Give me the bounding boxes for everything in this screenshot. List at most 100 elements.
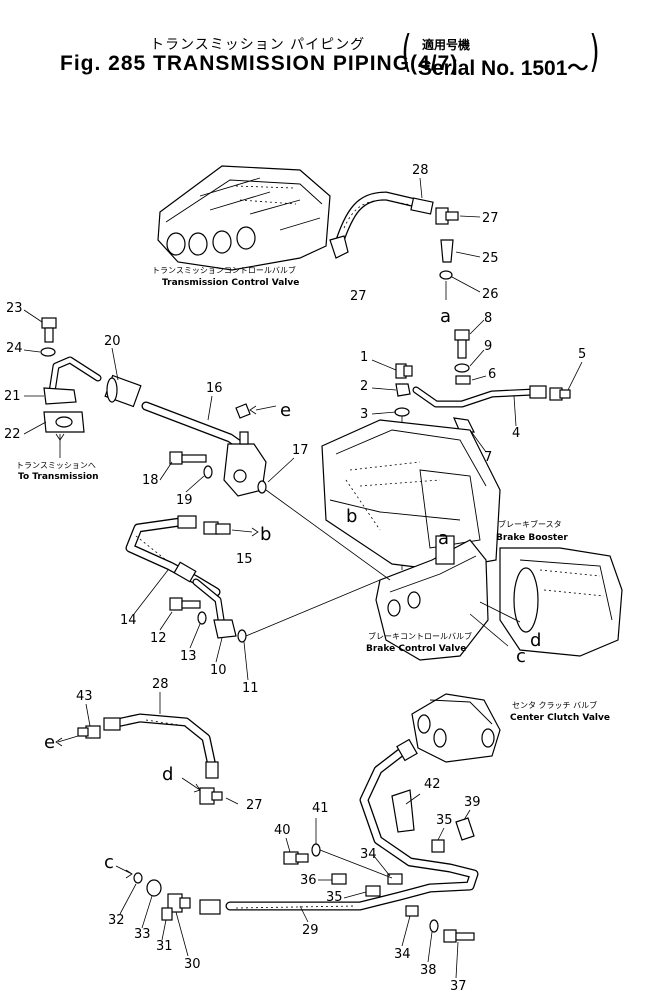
spacer-36 (331, 873, 347, 885)
part-number: 12 (150, 631, 167, 646)
to-transmission-label-jp: トランスミッションへ (16, 461, 96, 470)
transmission-control-valve-drawing (157, 165, 331, 271)
part-number: 41 (312, 801, 329, 816)
bolt-37 (443, 929, 475, 943)
serial-close-paren: ) (589, 26, 600, 77)
elbow-21 (43, 356, 102, 405)
pipe-4-nut (529, 385, 547, 399)
elbow-27-bottom (199, 787, 223, 805)
brake-booster-label-jp: ブレーキブースタ (498, 519, 562, 529)
o-ring-11 (237, 629, 247, 643)
brake-control-valve-label-jp: ブレーキコントロールバルブ (368, 631, 472, 641)
clamp-6 (455, 375, 471, 385)
hose-28-top (333, 191, 434, 251)
pipe-29-nut-top (396, 738, 418, 762)
part-number: 11 (242, 681, 259, 696)
part-number: 33 (134, 927, 151, 942)
center-clutch-valve-label-jp: センタ クラッチ バルブ (512, 700, 597, 710)
brake-booster-label: Brake Booster (496, 533, 568, 543)
part-number: 32 (108, 913, 125, 928)
part-number: 8 (484, 311, 492, 326)
part-number: 19 (176, 493, 193, 508)
part-number-labels: 28 27 27 25 26 8 9 6 5 4 7 1 2 3 23 24 2… (4, 163, 586, 992)
part-number: 30 (184, 957, 201, 972)
connection-letter-b: b (260, 524, 271, 545)
part-number: 27 (350, 289, 367, 304)
connection-letters: a a e b b d c e d c (44, 306, 541, 873)
part-number: 40 (274, 823, 291, 838)
part-number: 6 (488, 367, 496, 382)
o-ring-26 (439, 270, 453, 280)
part-number: 36 (300, 873, 317, 888)
brake-control-valve-drawing (375, 535, 489, 661)
fitting-1 (395, 363, 413, 379)
serial-number: Serial No. 1501～ (418, 57, 589, 80)
part-number: 27 (246, 798, 263, 813)
pipe-10 (192, 578, 237, 639)
center-clutch-valve-label: Center Clutch Valve (510, 713, 610, 723)
part-number: 13 (180, 649, 197, 664)
clamp-35-upper (431, 839, 445, 853)
hose-28-nut-right (205, 761, 219, 779)
connection-letter-d: d (530, 630, 541, 651)
part-number: 34 (360, 847, 377, 862)
washer-9 (454, 363, 470, 373)
part-number: 1 (360, 350, 368, 365)
center-clutch-valve-drawing (411, 693, 501, 763)
part-number: 27 (482, 211, 499, 226)
o-ring-3 (394, 407, 410, 417)
part-number: 28 (412, 163, 429, 178)
part-number: 22 (4, 427, 21, 442)
hose-14 (125, 517, 221, 597)
clamp-35-lower (365, 885, 381, 897)
part-number: 4 (512, 426, 520, 441)
hose-28-nut-left (103, 717, 121, 731)
part-number: 2 (360, 379, 368, 394)
washer-38 (429, 919, 439, 933)
elbow-27-right (435, 207, 459, 225)
hose-28-bottom (107, 713, 217, 771)
washer-41 (311, 843, 321, 857)
elbow-27-valve (329, 235, 349, 259)
figure-title-jp: トランスミッション パイピング (150, 37, 366, 53)
fitting-15 (203, 521, 231, 535)
part-number: 16 (206, 381, 223, 396)
transmission-housing-drawing (321, 419, 501, 571)
washer-13 (197, 611, 207, 625)
connection-letter-a: a (440, 306, 451, 327)
fitting-31 (161, 907, 173, 921)
bolt-23 (41, 317, 57, 343)
bolt-8 (454, 329, 470, 359)
part-number: 20 (104, 334, 121, 349)
brake-booster-drawing (499, 547, 623, 657)
part-number: 17 (292, 443, 309, 458)
part-number: 5 (578, 347, 586, 362)
part-number: 25 (482, 251, 499, 266)
fitting-5 (549, 387, 571, 401)
brake-control-valve-label: Brake Control Valve (366, 644, 466, 654)
hose-14-nut-lower (173, 561, 197, 583)
leader-lines (23, 177, 583, 979)
connection-letter-a: a (438, 528, 449, 549)
part-number: 26 (482, 287, 499, 302)
connection-letter-c: c (104, 852, 114, 873)
pipe-29 (225, 745, 479, 911)
fitting-25 (440, 239, 454, 263)
part-number: 21 (4, 389, 21, 404)
bolt-40 (283, 851, 309, 865)
plug-e (235, 403, 251, 419)
part-number: 24 (6, 341, 23, 356)
serial-label-jp: 適用号機 (422, 38, 471, 52)
connection-letter-e: e (280, 400, 291, 421)
serial-open-paren: ( (401, 26, 412, 77)
figure-title: Fig. 285 TRANSMISSION PIPING(4/7) (60, 52, 459, 75)
connection-letter-c: c (516, 646, 526, 667)
part-number: 9 (484, 339, 492, 354)
connection-letter-e: e (44, 732, 55, 753)
o-ring-17 (257, 480, 267, 494)
o-ring-32 (133, 872, 143, 884)
connection-letter-b: b (346, 506, 357, 527)
part-number: 42 (424, 777, 441, 792)
washer-24 (40, 347, 56, 357)
